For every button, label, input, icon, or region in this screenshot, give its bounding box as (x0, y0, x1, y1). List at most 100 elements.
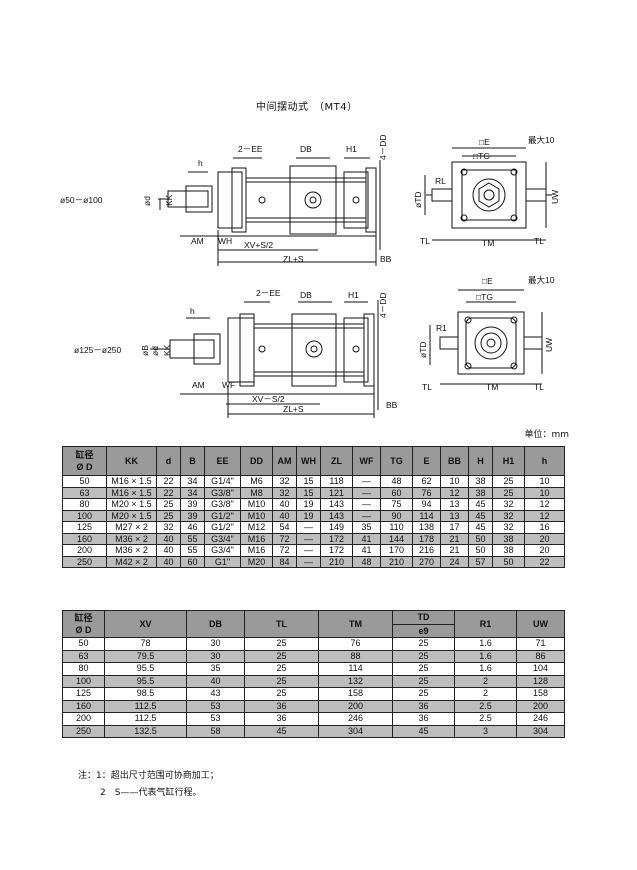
table1-cell: 32 (156, 521, 181, 534)
table1-cell: 110 (380, 521, 413, 534)
table1-cell: M20 × 1.5 (106, 509, 157, 522)
lower-end-view (429, 289, 543, 385)
table2-cell: 125 (62, 687, 105, 701)
page-title: 中间摆动式 （MT4） (256, 102, 358, 113)
table1-cell: 50 (492, 555, 525, 568)
table1-cell: 10 (440, 475, 469, 488)
table2-cell: 1.6 (454, 649, 517, 663)
table2-cell: 112.5 (104, 699, 187, 713)
table2-header-db: DB (186, 610, 245, 638)
table1-header-row: 缸径 Ø D KK d B EE DD AM WH ZL WF TG E BB … (62, 446, 565, 476)
lower-label-kk: KK (162, 344, 172, 356)
table1-cell: 32 (492, 521, 525, 534)
table2-cell: 71 (516, 637, 565, 651)
upper-end-view (424, 147, 552, 241)
table2-cell: 160 (62, 699, 105, 713)
table1-cell: M10 (240, 509, 273, 522)
table1-cell: 13 (440, 498, 469, 511)
table2-cell: 30 (186, 637, 245, 651)
table2-header-td-bottom: e9 (393, 624, 454, 637)
table2-cell: 43 (186, 687, 245, 701)
table1-cell: 138 (412, 521, 441, 534)
lower-label-uw: UW (544, 338, 554, 352)
table1-header-e: E (412, 446, 441, 476)
table1-cell: — (296, 521, 321, 534)
table2-cell: 25 (244, 637, 319, 651)
table1-cell: M16 × 1.5 (106, 475, 157, 488)
table1-cell: 45 (468, 521, 493, 534)
lower-label-h: h (190, 306, 195, 316)
table1-cell: 32 (492, 509, 525, 522)
table1-cell: 80 (62, 498, 107, 511)
table2-cell: 25 (244, 662, 319, 676)
table1-cell: M16 (240, 544, 273, 557)
upper-label-am: AM (191, 236, 204, 246)
upper-label-tl: TL (420, 236, 430, 246)
table1-header-dd: DD (240, 446, 273, 476)
table1-cell: 84 (272, 555, 297, 568)
table2-header-td: TD e9 (392, 610, 455, 638)
lower-label-wf: WF (222, 380, 235, 390)
table1-cell: 22 (524, 555, 565, 568)
table1-cell: M12 (240, 521, 273, 534)
lower-bore-range: ø125－ø250 (74, 345, 122, 355)
table1-cell: M20 (240, 555, 273, 568)
lower-label-dd: 4－DD (378, 292, 388, 318)
table2-cell: 158 (516, 687, 565, 701)
table2-cell: 158 (318, 687, 393, 701)
table1-cell: 172 (320, 544, 353, 557)
table1-cell: G1/4" (204, 475, 241, 488)
table1-cell: — (352, 475, 381, 488)
table2-cell: 30 (186, 649, 245, 663)
upper-bore-range: ø50－ø100 (60, 195, 103, 205)
table2-cell: 25 (244, 649, 319, 663)
table2-cell: 45 (392, 724, 455, 738)
table1-cell: M10 (240, 498, 273, 511)
table1-cell: 38 (492, 532, 525, 545)
table2-cell: 88 (318, 649, 393, 663)
table1-cell: G3/4" (204, 544, 241, 557)
table1-cell: 32 (272, 475, 297, 488)
table1-cell: G1" (204, 555, 241, 568)
table1-cell: 20 (524, 544, 565, 557)
table1-cell: 15 (296, 486, 321, 499)
upper-label-h1: H1 (346, 144, 357, 154)
spec-table-1: 缸径 Ø D KK d B EE DD AM WH ZL WF TG E BB … (62, 446, 565, 568)
upper-label-wh: WH (218, 236, 232, 246)
table1-cell: 50 (62, 475, 107, 488)
table2-cell: 2.5 (454, 712, 517, 726)
table2-cell: 45 (244, 724, 319, 738)
table2-cell: 76 (318, 637, 393, 651)
table2-cell: 1.6 (454, 637, 517, 651)
table1-cell: 50 (468, 544, 493, 557)
table1-header-bore-top: 缸径 (75, 450, 94, 460)
upper-label-ee: 2－EE (238, 144, 263, 154)
lower-label-db: DB (300, 290, 312, 300)
table1-cell: 19 (296, 498, 321, 511)
table2-cell: 53 (186, 712, 245, 726)
table2-cell: 104 (516, 662, 565, 676)
lower-label-tl2: TL (534, 382, 544, 392)
lower-side-view (150, 300, 379, 418)
table1-cell: 121 (320, 486, 353, 499)
table1-cell: 55 (180, 544, 205, 557)
table2-cell: 36 (244, 712, 319, 726)
upper-label-xv: XV+S/2 (244, 240, 273, 250)
table1-cell: 38 (492, 544, 525, 557)
table2-cell: 80 (62, 662, 105, 676)
table1-header-wh: WH (296, 446, 321, 476)
upper-label-kk: KK (164, 194, 174, 206)
table1-cell: 48 (352, 555, 381, 568)
table1-cell: 50 (468, 532, 493, 545)
table2-cell: 250 (62, 724, 105, 738)
table2-cell: 35 (186, 662, 245, 676)
table2-cell: 58 (186, 724, 245, 738)
table1-cell: 125 (62, 521, 107, 534)
table1-cell: 100 (62, 509, 107, 522)
table1-cell: G3/4" (204, 532, 241, 545)
table1-cell: 34 (180, 475, 205, 488)
table1-cell: 20 (524, 532, 565, 545)
